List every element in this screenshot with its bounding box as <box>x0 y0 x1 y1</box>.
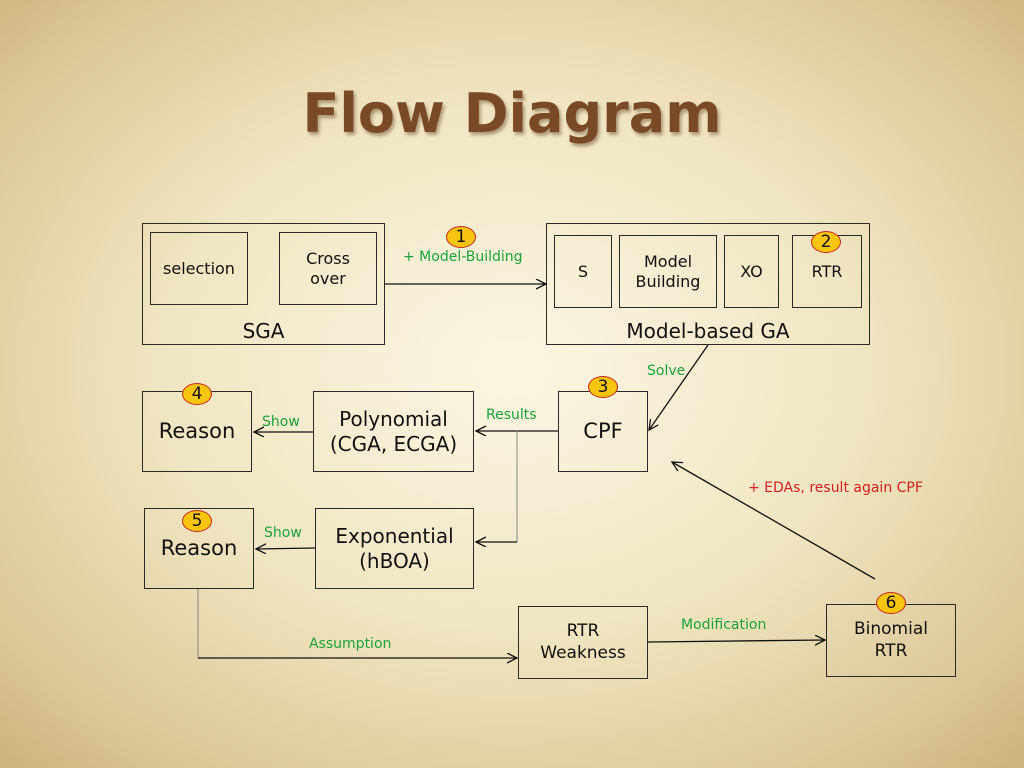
polynomial-label: Polynomial (CGA, ECGA) <box>329 406 458 456</box>
step-badge-2: 2 <box>811 231 841 253</box>
edge-label-solve: Solve <box>647 363 686 379</box>
step-badge-4: 4 <box>182 383 212 405</box>
reason-label-5: Reason <box>160 536 238 561</box>
polynomial-box: Polynomial (CGA, ECGA) <box>313 391 474 472</box>
exponential-box: Exponential (hBOA) <box>315 508 474 589</box>
binomial-rtr-label: Binomial RTR <box>854 619 928 661</box>
model-ga-label: Model-based GA <box>626 319 790 343</box>
edge-label-model-building: + Model-Building <box>403 249 523 265</box>
model-building-box: Model Building <box>619 235 717 308</box>
selection-box: selection <box>150 232 248 305</box>
rtr-label: RTR <box>811 261 843 281</box>
slide-title: Flow Diagram <box>302 82 722 145</box>
edge-label-modification: Modification <box>681 617 767 633</box>
edge-label-edas: + EDAs, result again CPF <box>748 480 923 496</box>
xo-label: XO <box>740 261 763 281</box>
step-badge-3: 3 <box>588 376 618 398</box>
model-building-label: Model Building <box>635 251 701 291</box>
step-badge-5: 5 <box>182 510 212 532</box>
arrow-exponential-to-reason <box>256 548 316 549</box>
rtr-weakness-label: RTR Weakness <box>540 621 626 663</box>
selection-label: selection <box>163 258 235 278</box>
crossover-box: Cross over <box>279 232 377 305</box>
reason-label-4: Reason <box>158 419 236 444</box>
sga-label: SGA <box>242 319 285 343</box>
binomial-rtr-box: Binomial RTR <box>826 604 956 677</box>
rtr-weakness-box: RTR Weakness <box>518 606 648 679</box>
reason-box-5: Reason <box>144 508 254 589</box>
edge-label-results: Results <box>486 407 537 423</box>
cpf-box: CPF <box>558 391 648 472</box>
edge-label-show-2: Show <box>264 525 302 541</box>
sga-container <box>142 223 385 345</box>
edge-label-show-1: Show <box>262 414 300 430</box>
arrow-weakness-to-binomial <box>647 640 825 642</box>
arrow-binomial-to-cpf <box>672 462 876 580</box>
xo-box: XO <box>724 235 779 308</box>
cpf-label: CPF <box>583 419 623 444</box>
edge-label-assumption: Assumption <box>309 636 392 652</box>
step-badge-6: 6 <box>876 592 906 614</box>
arrow-model-to-cpf <box>649 344 709 430</box>
exponential-label: Exponential (hBOA) <box>335 523 454 573</box>
step-badge-1: 1 <box>446 226 476 248</box>
s-box: S <box>554 235 612 308</box>
s-label: S <box>577 261 589 281</box>
crossover-label: Cross over <box>306 248 350 288</box>
